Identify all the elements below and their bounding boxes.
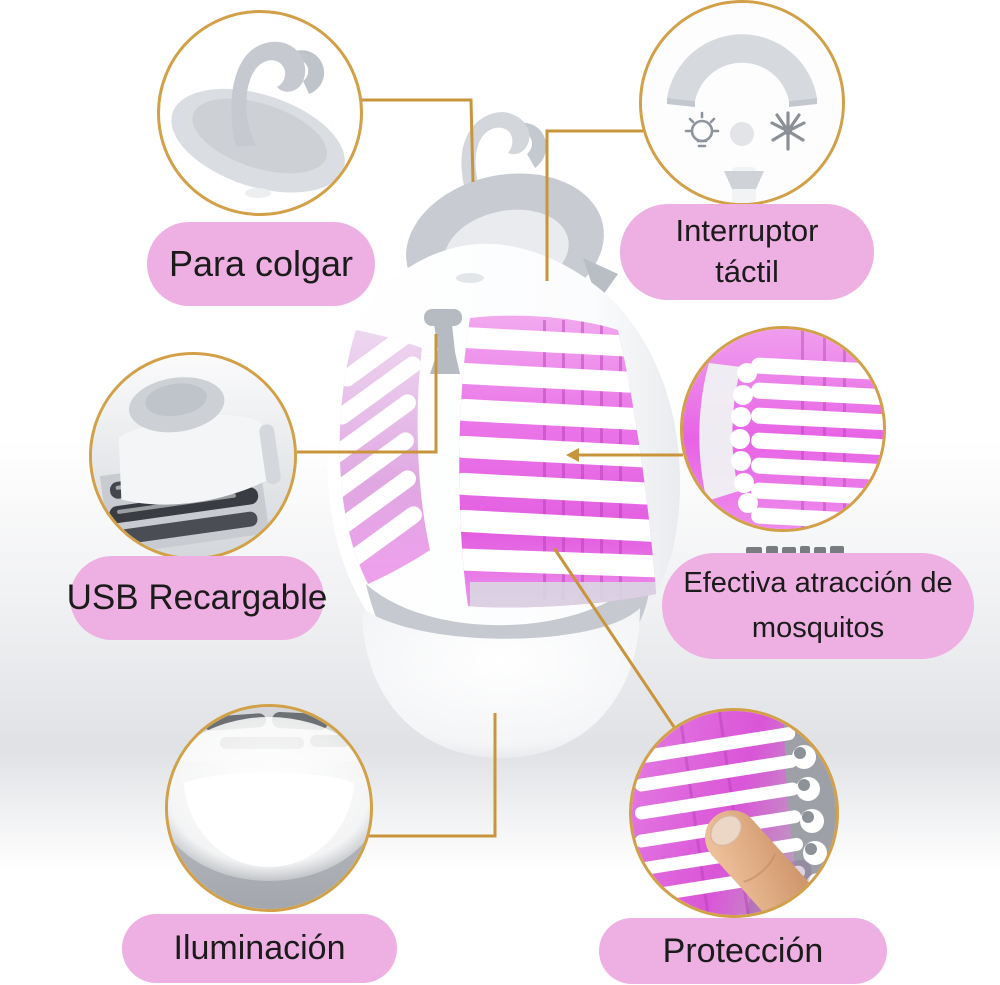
connector-switch [545, 129, 643, 281]
hook-closeup [171, 41, 345, 198]
switch-closeup [642, 3, 842, 203]
light-bulb-icon [684, 111, 720, 148]
attraction-detail-circle [680, 326, 886, 532]
label-text: Iluminación [173, 929, 346, 968]
power-dot [730, 122, 754, 146]
label-text: Protección [662, 931, 824, 970]
label-text: Efectiva atracción de [683, 567, 953, 600]
handle-tab [583, 258, 618, 302]
connector-arrowhead [566, 448, 579, 462]
label-para-colgar: Para colgar [147, 222, 375, 306]
lamp-dome [362, 608, 640, 758]
illumination-detail-circle [165, 704, 373, 912]
mosquito-lamp [327, 112, 681, 758]
switch-detail-circle [639, 0, 845, 206]
connector-illumination [369, 713, 497, 838]
hanging-detail-circle [157, 10, 363, 216]
mosquito-icon [770, 111, 806, 151]
label-usb-recargable: USB Recargable [67, 556, 327, 640]
label-text: Para colgar [168, 243, 354, 285]
label-text: mosquitos [751, 612, 885, 644]
label-proteccion: Protección [599, 918, 887, 984]
label-text: Interruptor [675, 213, 819, 249]
label-efectiva-atraccion: Efectiva atracción de mosquitos [662, 553, 974, 659]
handle-arc [667, 34, 817, 101]
connector-protection [552, 547, 676, 728]
label-iluminacion: Iluminación [122, 914, 397, 983]
protection-detail-circle [629, 708, 839, 918]
light-closeup [168, 707, 370, 909]
grill-closeup [683, 329, 883, 529]
connector-usb [297, 334, 438, 454]
label-text: USB Recargable [66, 577, 328, 617]
usb-detail-circle [89, 352, 297, 560]
label-text: táctil [715, 254, 779, 289]
callout-connectors [297, 98, 683, 838]
usb-closeup [92, 355, 294, 557]
top-vent [456, 273, 484, 283]
front-grill-inner [459, 320, 656, 608]
label-interruptor-tactil: Interruptor táctil [620, 204, 874, 300]
usb-plug-strip [259, 424, 281, 485]
connector-hanging [362, 98, 475, 183]
finger-closeup [632, 711, 836, 915]
